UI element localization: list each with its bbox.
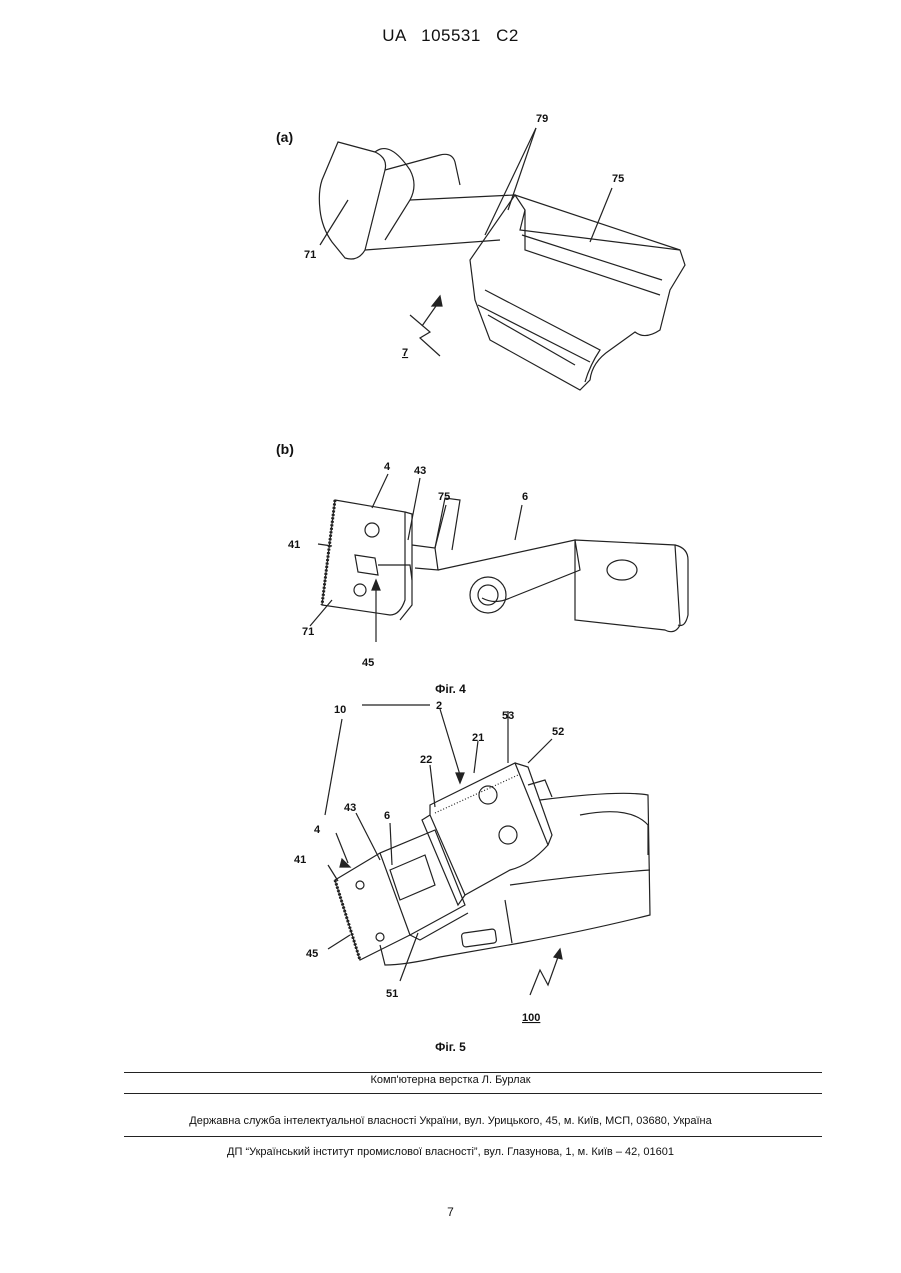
callout-10: 10	[334, 704, 346, 716]
figure-4b-drawing: (b) 4 43 75 6 41 71 45	[260, 430, 710, 675]
callout-100: 100	[522, 1012, 540, 1024]
callout-22: 22	[420, 754, 432, 766]
patent-number: 105531	[421, 26, 481, 45]
patent-header: UA 105531 C2	[0, 26, 901, 46]
panel-a-label: (a)	[276, 129, 293, 145]
footer-rule-2	[124, 1093, 822, 1094]
callout-51: 51	[386, 988, 398, 1000]
institute-address: ДП “Український інститут промислової вла…	[0, 1146, 901, 1158]
callout-43: 43	[414, 465, 426, 477]
callout-79: 79	[536, 113, 548, 125]
callout-6: 6	[522, 491, 528, 503]
patent-country: UA	[382, 26, 406, 45]
figure-5-drawing: 10 2 53 21 52 22 43 6 4 41 45 51 100	[290, 695, 670, 1030]
callout-4: 4	[384, 461, 391, 473]
callout-45: 45	[362, 657, 374, 669]
patent-kind: C2	[496, 26, 519, 45]
callout-71b: 71	[302, 626, 314, 638]
callout-41-fig5: 41	[294, 854, 306, 866]
footer-rule-3	[124, 1136, 822, 1137]
callout-53: 53	[502, 710, 514, 722]
callout-75: 75	[612, 173, 624, 185]
callout-4-fig5: 4	[314, 824, 321, 836]
callout-52: 52	[552, 726, 564, 738]
panel-b-label: (b)	[276, 441, 294, 457]
callout-71: 71	[304, 249, 316, 261]
layout-credit: Комп'ютерна верстка Л. Бурлак	[0, 1074, 901, 1086]
figure-4-caption: Фіг. 4	[0, 682, 901, 696]
callout-43-fig5: 43	[344, 802, 356, 814]
page-number: 7	[0, 1205, 901, 1219]
figure-5-caption: Фіг. 5	[0, 1040, 901, 1054]
callout-21: 21	[472, 732, 484, 744]
callout-7: 7	[402, 347, 408, 359]
figure-4a-drawing: (a) 79 75 71 7	[260, 100, 710, 410]
callout-45-fig5: 45	[306, 948, 318, 960]
callout-6-fig5: 6	[384, 810, 390, 822]
callout-2: 2	[436, 700, 442, 712]
callout-75b: 75	[438, 491, 450, 503]
footer-rule-1	[124, 1072, 822, 1073]
agency-address: Державна служба інтелектуальної власност…	[0, 1115, 901, 1127]
callout-41: 41	[288, 539, 300, 551]
